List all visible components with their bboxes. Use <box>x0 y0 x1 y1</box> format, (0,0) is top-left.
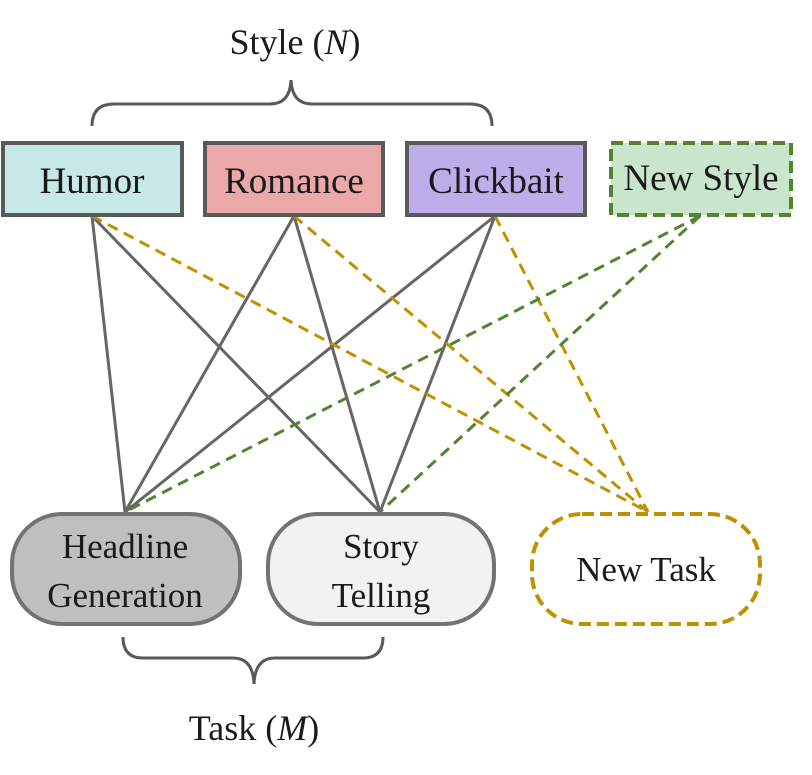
task-brace <box>121 636 385 685</box>
style-label-romance: Romance <box>224 161 364 202</box>
link-clickbait-newtask <box>493 215 650 513</box>
task-label-suffix: ) <box>307 708 319 748</box>
task-label-generation: Generation <box>47 576 202 615</box>
style-label-prefix: Style ( <box>229 22 324 62</box>
link-humor-headline <box>90 215 127 513</box>
task-label-telling: Telling <box>332 576 431 615</box>
style-label-humor: Humor <box>40 161 145 202</box>
link-romance-headline <box>123 215 296 513</box>
style-label-clickbait: Clickbait <box>428 161 564 202</box>
link-newstyle-headline <box>124 214 701 514</box>
style-label-new-style: New Style <box>623 158 778 199</box>
style-box-clickbait: Clickbait <box>405 141 587 217</box>
style-group-label: Style (N) <box>229 22 360 62</box>
style-label-var: N <box>323 22 350 62</box>
task-label-prefix: Task ( <box>189 708 277 748</box>
style-box-humor: Humor <box>1 141 184 217</box>
connections <box>90 214 702 514</box>
task-group-label: Task (M) <box>189 708 319 748</box>
link-clickbait-story <box>378 215 497 513</box>
task-label-headline: Headline <box>62 527 188 566</box>
link-romance-story <box>292 215 382 513</box>
link-clickbait-headline <box>124 214 496 514</box>
task-box-new-task: New Task <box>530 512 762 626</box>
task-box-headline-generation: Headline Generation <box>10 512 242 626</box>
link-humor-newtask <box>91 214 649 514</box>
task-label-var: M <box>276 708 309 748</box>
style-brace <box>90 79 494 127</box>
link-humor-story <box>90 214 382 514</box>
task-box-story-telling: Story Telling <box>266 512 496 626</box>
link-romance-newtask <box>293 214 649 514</box>
task-label-new-task: New Task <box>576 550 716 589</box>
task-label-story: Story <box>343 527 419 566</box>
style-box-romance: Romance <box>203 141 385 217</box>
link-newstyle-story <box>378 214 702 514</box>
style-label-suffix: ) <box>349 22 361 62</box>
style-box-new-style: New Style <box>609 141 793 217</box>
